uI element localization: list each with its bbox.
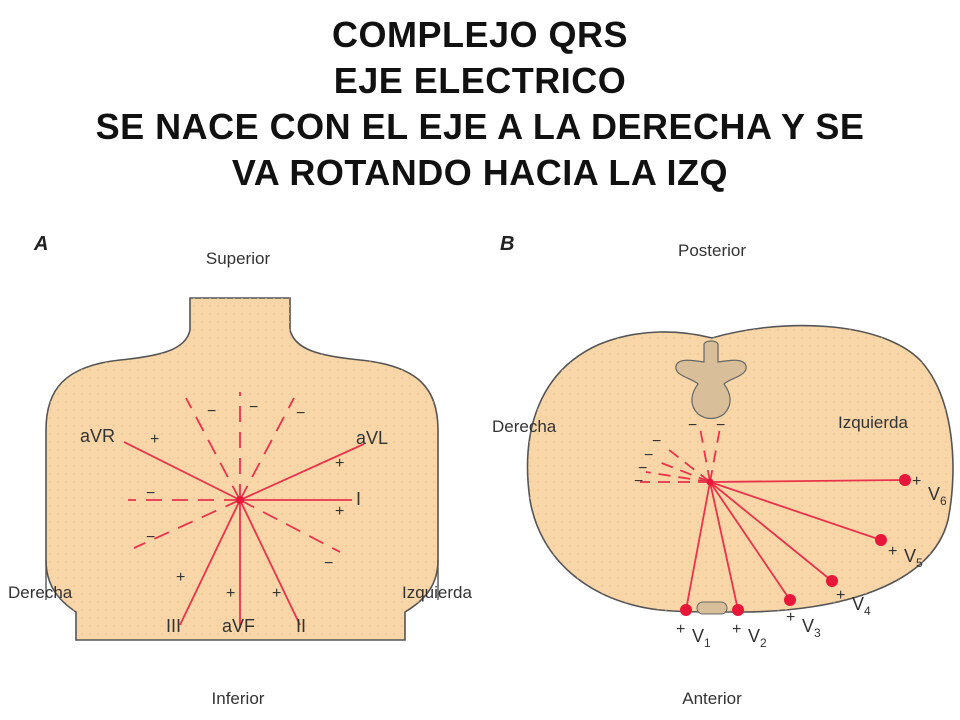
lead-line-v1 <box>685 481 711 611</box>
label-inferior: Inferior <box>212 689 265 708</box>
lead-neg-v2 <box>709 427 721 483</box>
label-posterior: Posterior <box>678 241 746 260</box>
precordial-labels: + V1 + V2 + V3 + V4 + V5 + V6 <box>676 473 947 650</box>
plus-sign: + <box>732 621 741 638</box>
panel-a-letter: A <box>33 233 48 255</box>
title-line-1: COMPLEJO QRS <box>331 14 629 55</box>
plus-sign: + <box>912 473 921 490</box>
lead-label-v1: V1 <box>692 626 711 650</box>
lead-neg-v3 <box>663 445 711 483</box>
label-derecha-b: Derecha <box>492 417 557 436</box>
electrodes <box>680 474 911 616</box>
lead-line-iii <box>179 499 241 626</box>
minus-sign: − <box>634 473 643 490</box>
lead-line-avr <box>123 441 241 501</box>
minus-sign: − <box>688 417 697 434</box>
frontal-center-point <box>236 496 244 504</box>
plus-sign: + <box>176 569 185 586</box>
chest-cross-section <box>526 324 954 613</box>
panel-b-letter: B <box>500 233 514 255</box>
plus-sign: + <box>150 431 159 448</box>
lead-neg-avr <box>239 499 341 553</box>
electrode-v2 <box>732 604 744 616</box>
plus-sign: + <box>226 585 235 602</box>
minus-sign: − <box>207 403 216 420</box>
plus-sign: + <box>272 585 281 602</box>
label-izquierda-b: Izquierda <box>838 413 908 432</box>
plus-sign: + <box>786 609 795 626</box>
spine-icon <box>675 340 747 420</box>
precordial-minus-signs: − − − − − − <box>634 417 725 490</box>
label-anterior: Anterior <box>682 689 742 708</box>
lead-line-ii <box>239 499 301 626</box>
electrode-v5 <box>875 534 887 546</box>
lead-line-v3 <box>709 481 791 601</box>
lead-line-v5 <box>709 481 882 541</box>
lead-neg-avl <box>133 499 241 549</box>
lead-neg-ii <box>185 397 241 501</box>
lead-neg-v5 <box>645 471 711 483</box>
lead-label-avr: aVR <box>80 426 115 446</box>
plus-sign: + <box>335 455 344 472</box>
electrode-v6 <box>899 474 911 486</box>
lead-line-v4 <box>709 481 833 582</box>
plus-sign: + <box>888 543 897 560</box>
title-line-2: EJE ELECTRICO <box>333 60 627 101</box>
lead-line-avl <box>239 443 365 501</box>
lead-label-avf: aVF <box>222 616 255 636</box>
title-line-4: VA ROTANDO HACIA LA IZQ <box>231 152 729 193</box>
lead-label-avl: aVL <box>356 428 388 448</box>
lead-label-v5: V5 <box>904 546 923 570</box>
lead-label-ii: II <box>296 616 306 636</box>
lead-neg-iii <box>239 397 295 501</box>
plus-sign: + <box>335 503 344 520</box>
lead-line-v6 <box>709 479 906 483</box>
minus-sign: − <box>296 405 305 422</box>
lead-neg-v4 <box>653 459 711 483</box>
torso-front <box>45 297 439 641</box>
minus-sign: − <box>652 433 661 450</box>
lead-label-iii: III <box>166 616 181 636</box>
minus-sign: − <box>146 485 155 502</box>
electrode-v1 <box>680 604 692 616</box>
plus-sign: + <box>676 621 685 638</box>
label-superior: Superior <box>206 249 271 268</box>
lead-line-v2 <box>709 481 739 611</box>
lead-label-v2: V2 <box>748 626 767 650</box>
frontal-signs: − − − − − − + + + + + + <box>146 399 344 602</box>
title-line-3: SE NACE CON EL EJE A LA DERECHA Y SE <box>95 106 865 147</box>
lead-label-v6: V6 <box>928 484 947 508</box>
lead-label-i: I <box>356 489 361 509</box>
label-derecha-a: Derecha <box>8 583 73 602</box>
minus-sign: − <box>324 555 333 572</box>
minus-sign: − <box>644 447 653 464</box>
minus-sign: − <box>716 417 725 434</box>
electrode-v3 <box>784 594 796 606</box>
precordial-center-point <box>706 478 714 486</box>
electrode-v4 <box>826 575 838 587</box>
plus-sign: + <box>836 587 845 604</box>
minus-sign: − <box>146 529 155 546</box>
minus-sign: − <box>638 460 647 477</box>
lead-label-v4: V4 <box>852 594 871 618</box>
precordial-lead-lines <box>640 427 906 611</box>
lead-label-v3: V3 <box>802 616 821 640</box>
lead-neg-v1 <box>699 427 711 483</box>
label-izquierda-a: Izquierda <box>402 583 472 602</box>
sternum-icon <box>696 601 728 615</box>
frontal-lead-lines <box>123 392 365 628</box>
minus-sign: − <box>249 399 258 416</box>
